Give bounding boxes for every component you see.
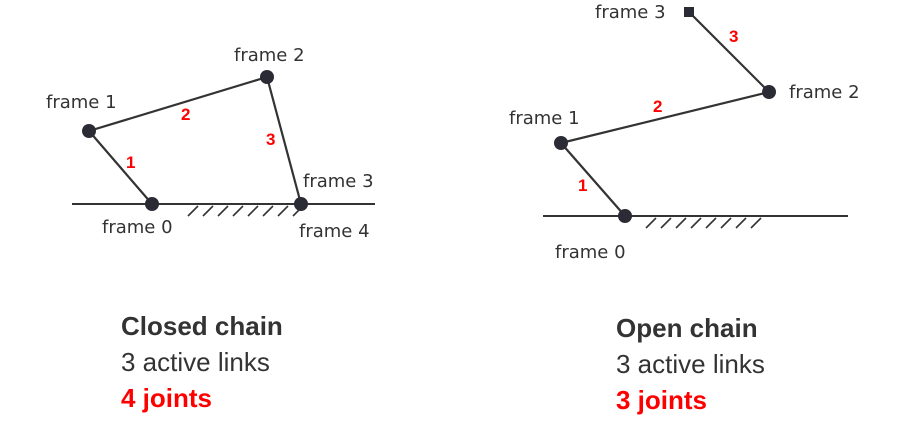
closed-frame-2-label: frame 2 [234, 45, 305, 66]
closed-chain-title: Closed chain [121, 311, 283, 341]
open-frame-2-label: frame 2 [789, 82, 860, 103]
closed-joint-frame-3-4 [294, 197, 308, 211]
closed-chain-joints: 4 joints [121, 383, 213, 413]
closed-frame-0-label: frame 0 [102, 217, 173, 238]
open-joint-frame-0 [618, 209, 632, 223]
open-chain-title: Open chain [616, 313, 758, 343]
closed-frame-3-label: frame 3 [303, 171, 374, 192]
open-joint-frame-2 [762, 85, 776, 99]
closed-link-1 [87, 129, 154, 206]
closed-chain-links: 3 active links [121, 347, 270, 377]
closed-link-2 [87, 75, 269, 133]
closed-joint-frame-0 [145, 197, 159, 211]
open-link-2 [559, 90, 771, 145]
open-link-1-number: 1 [578, 176, 587, 195]
open-chain: frame 0 frame 1 frame 2 frame 3 1 2 3 [509, 2, 860, 263]
closed-ground-hatching [187, 205, 304, 217]
closed-link-3 [265, 75, 303, 206]
closed-frame-1-label: frame 1 [46, 92, 117, 113]
open-link-2-number: 2 [653, 97, 662, 116]
open-joint-frame-1 [554, 136, 568, 150]
open-chain-links: 3 active links [616, 349, 765, 379]
closed-joint-frame-1 [82, 124, 96, 138]
closed-link-1-number: 1 [126, 153, 135, 172]
open-link-1 [559, 141, 627, 218]
closed-chain: frame 0 frame 1 frame 2 frame 3 frame 4 … [46, 45, 375, 242]
closed-link-2-number: 2 [181, 105, 190, 124]
open-link-3-number: 3 [729, 27, 738, 46]
closed-chain-caption: Closed chain 3 active links 4 joints [121, 308, 283, 416]
closed-link-3-number: 3 [266, 130, 275, 149]
open-frame-1-label: frame 1 [509, 108, 580, 129]
open-chain-caption: Open chain 3 active links 3 joints [616, 310, 765, 418]
open-ground-hatching [645, 217, 762, 229]
closed-frame-4-label: frame 4 [299, 221, 370, 242]
closed-joint-frame-2 [260, 70, 274, 84]
open-link-3 [687, 10, 771, 94]
open-chain-joints: 3 joints [616, 385, 708, 415]
open-frame-0-label: frame 0 [555, 242, 626, 263]
open-end-effector-frame-3 [684, 7, 694, 17]
open-frame-3-label: frame 3 [595, 2, 666, 23]
